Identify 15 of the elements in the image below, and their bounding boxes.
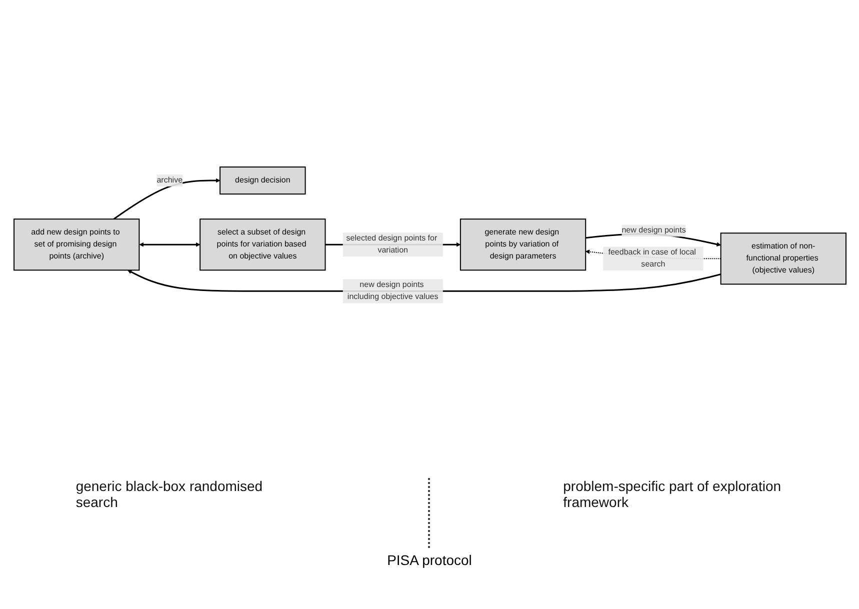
region-label: generic black-box randomised search: [76, 478, 264, 512]
edge-label: selected design points for variation: [346, 234, 437, 255]
arrow: [138, 242, 200, 247]
edge-label: new design points: [621, 226, 686, 235]
node-box: estimation of non-functional properties (objective values): [720, 232, 846, 285]
region-label: problem-specific part of exploration framework: [563, 478, 782, 512]
node-box: add new design points to set of promising design points (archive): [13, 218, 140, 271]
edge-label: new design points including objective values: [346, 280, 438, 302]
edge-label: archive: [156, 176, 182, 184]
node-box: generate new design points by variation of design parameters: [459, 218, 586, 271]
arrow: [112, 178, 220, 220]
edge-label: feedback in case of local search: [608, 248, 696, 269]
node-box: select a subset of design points for variation based on objective values: [199, 218, 326, 271]
protocol-label: PISA protocol: [387, 552, 472, 568]
node-box: design decision: [219, 166, 306, 194]
